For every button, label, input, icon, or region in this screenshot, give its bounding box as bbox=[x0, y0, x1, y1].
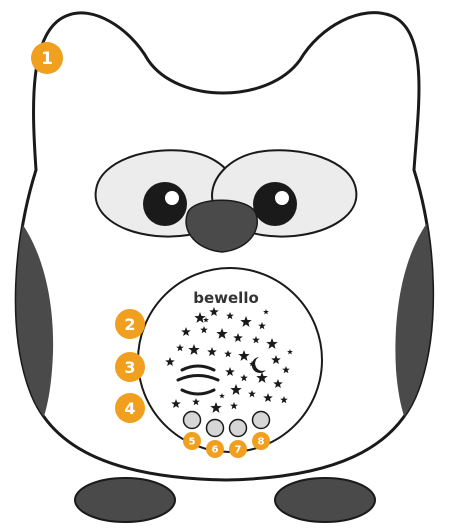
callout-badge-8: 8 bbox=[252, 432, 270, 450]
control-button-8[interactable] bbox=[253, 412, 270, 429]
callout-badge-5: 5 bbox=[183, 432, 201, 450]
callout-label: 3 bbox=[124, 358, 135, 377]
left-pupil bbox=[143, 182, 187, 226]
callout-label: 2 bbox=[124, 315, 135, 334]
callout-badge-7: 7 bbox=[229, 440, 247, 458]
callout-label: 4 bbox=[124, 399, 135, 418]
callout-badge-3: 3 bbox=[115, 352, 145, 382]
right-pupil-highlight bbox=[275, 191, 289, 205]
callout-badge-4: 4 bbox=[115, 393, 145, 423]
callout-label: 6 bbox=[212, 445, 219, 456]
callout-label: 5 bbox=[189, 437, 196, 448]
callout-label: 7 bbox=[235, 445, 242, 456]
left-pupil-highlight bbox=[165, 191, 179, 205]
right-foot bbox=[275, 478, 375, 522]
left-foot bbox=[75, 478, 175, 522]
callout-label: 1 bbox=[41, 49, 53, 69]
callout-label: 8 bbox=[258, 437, 265, 448]
right-pupil bbox=[253, 182, 297, 226]
callout-badge-2: 2 bbox=[115, 309, 145, 339]
control-button-6[interactable] bbox=[207, 420, 224, 437]
control-button-5[interactable] bbox=[184, 412, 201, 429]
callout-badge-1: 1 bbox=[31, 42, 63, 74]
callout-badge-6: 6 bbox=[206, 440, 224, 458]
brand-logo: bewello bbox=[193, 289, 259, 307]
control-button-7[interactable] bbox=[230, 420, 247, 437]
